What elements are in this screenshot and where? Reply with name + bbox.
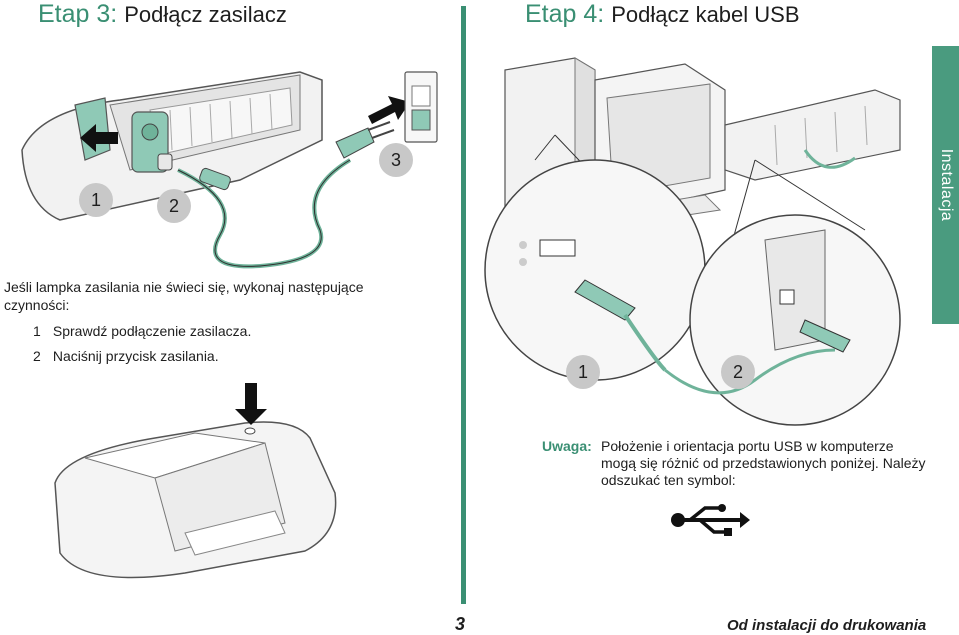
power-light-instruction: Jeśli lampka zasilania nie świeci się, w…: [4, 279, 364, 313]
column-divider: [461, 6, 466, 604]
callout-2: 2: [733, 362, 743, 382]
step-text: Sprawdź podłączenie zasilacza.: [52, 323, 252, 339]
step-4-heading: Etap 4: Podłącz kabel USB: [525, 0, 800, 29]
usb-symbol-icon: [671, 504, 750, 536]
printer-power-illustration: 1 2 3: [21, 71, 438, 269]
footer-title: Od instalacji do drukowania: [727, 617, 927, 634]
section-side-tab: Instalacja: [932, 46, 959, 324]
step-4-title: Podłącz kabel USB: [611, 2, 800, 27]
step-3-title: Podłącz zasilacz: [124, 2, 287, 27]
note-text: Położenie i orientacja portu USB w kompu…: [601, 438, 926, 488]
callout-3: 3: [391, 150, 401, 170]
usb-connection-illustration: 1 2: [484, 57, 901, 426]
step-3-label: Etap 3:: [38, 0, 118, 28]
step-number: 2: [33, 348, 41, 364]
note-label: Uwaga:: [542, 438, 592, 454]
step-number: 1: [33, 323, 41, 339]
instruction-step-1: 1 Sprawdź podłączenie zasilacza.: [33, 322, 433, 340]
callout-2: 2: [169, 196, 179, 216]
step-text: Naciśnij przycisk zasilania.: [52, 348, 219, 364]
callout-1: 1: [91, 190, 101, 210]
printer-power-button-illustration: [54, 383, 337, 579]
page-number: 3: [455, 614, 466, 634]
callout-1: 1: [578, 362, 588, 382]
side-tab-label: Instalacja: [937, 148, 955, 222]
instruction-step-2: 2 Naciśnij przycisk zasilania.: [33, 347, 433, 365]
step-3-heading: Etap 3: Podłącz zasilacz: [38, 0, 287, 29]
step-4-label: Etap 4:: [525, 0, 605, 28]
